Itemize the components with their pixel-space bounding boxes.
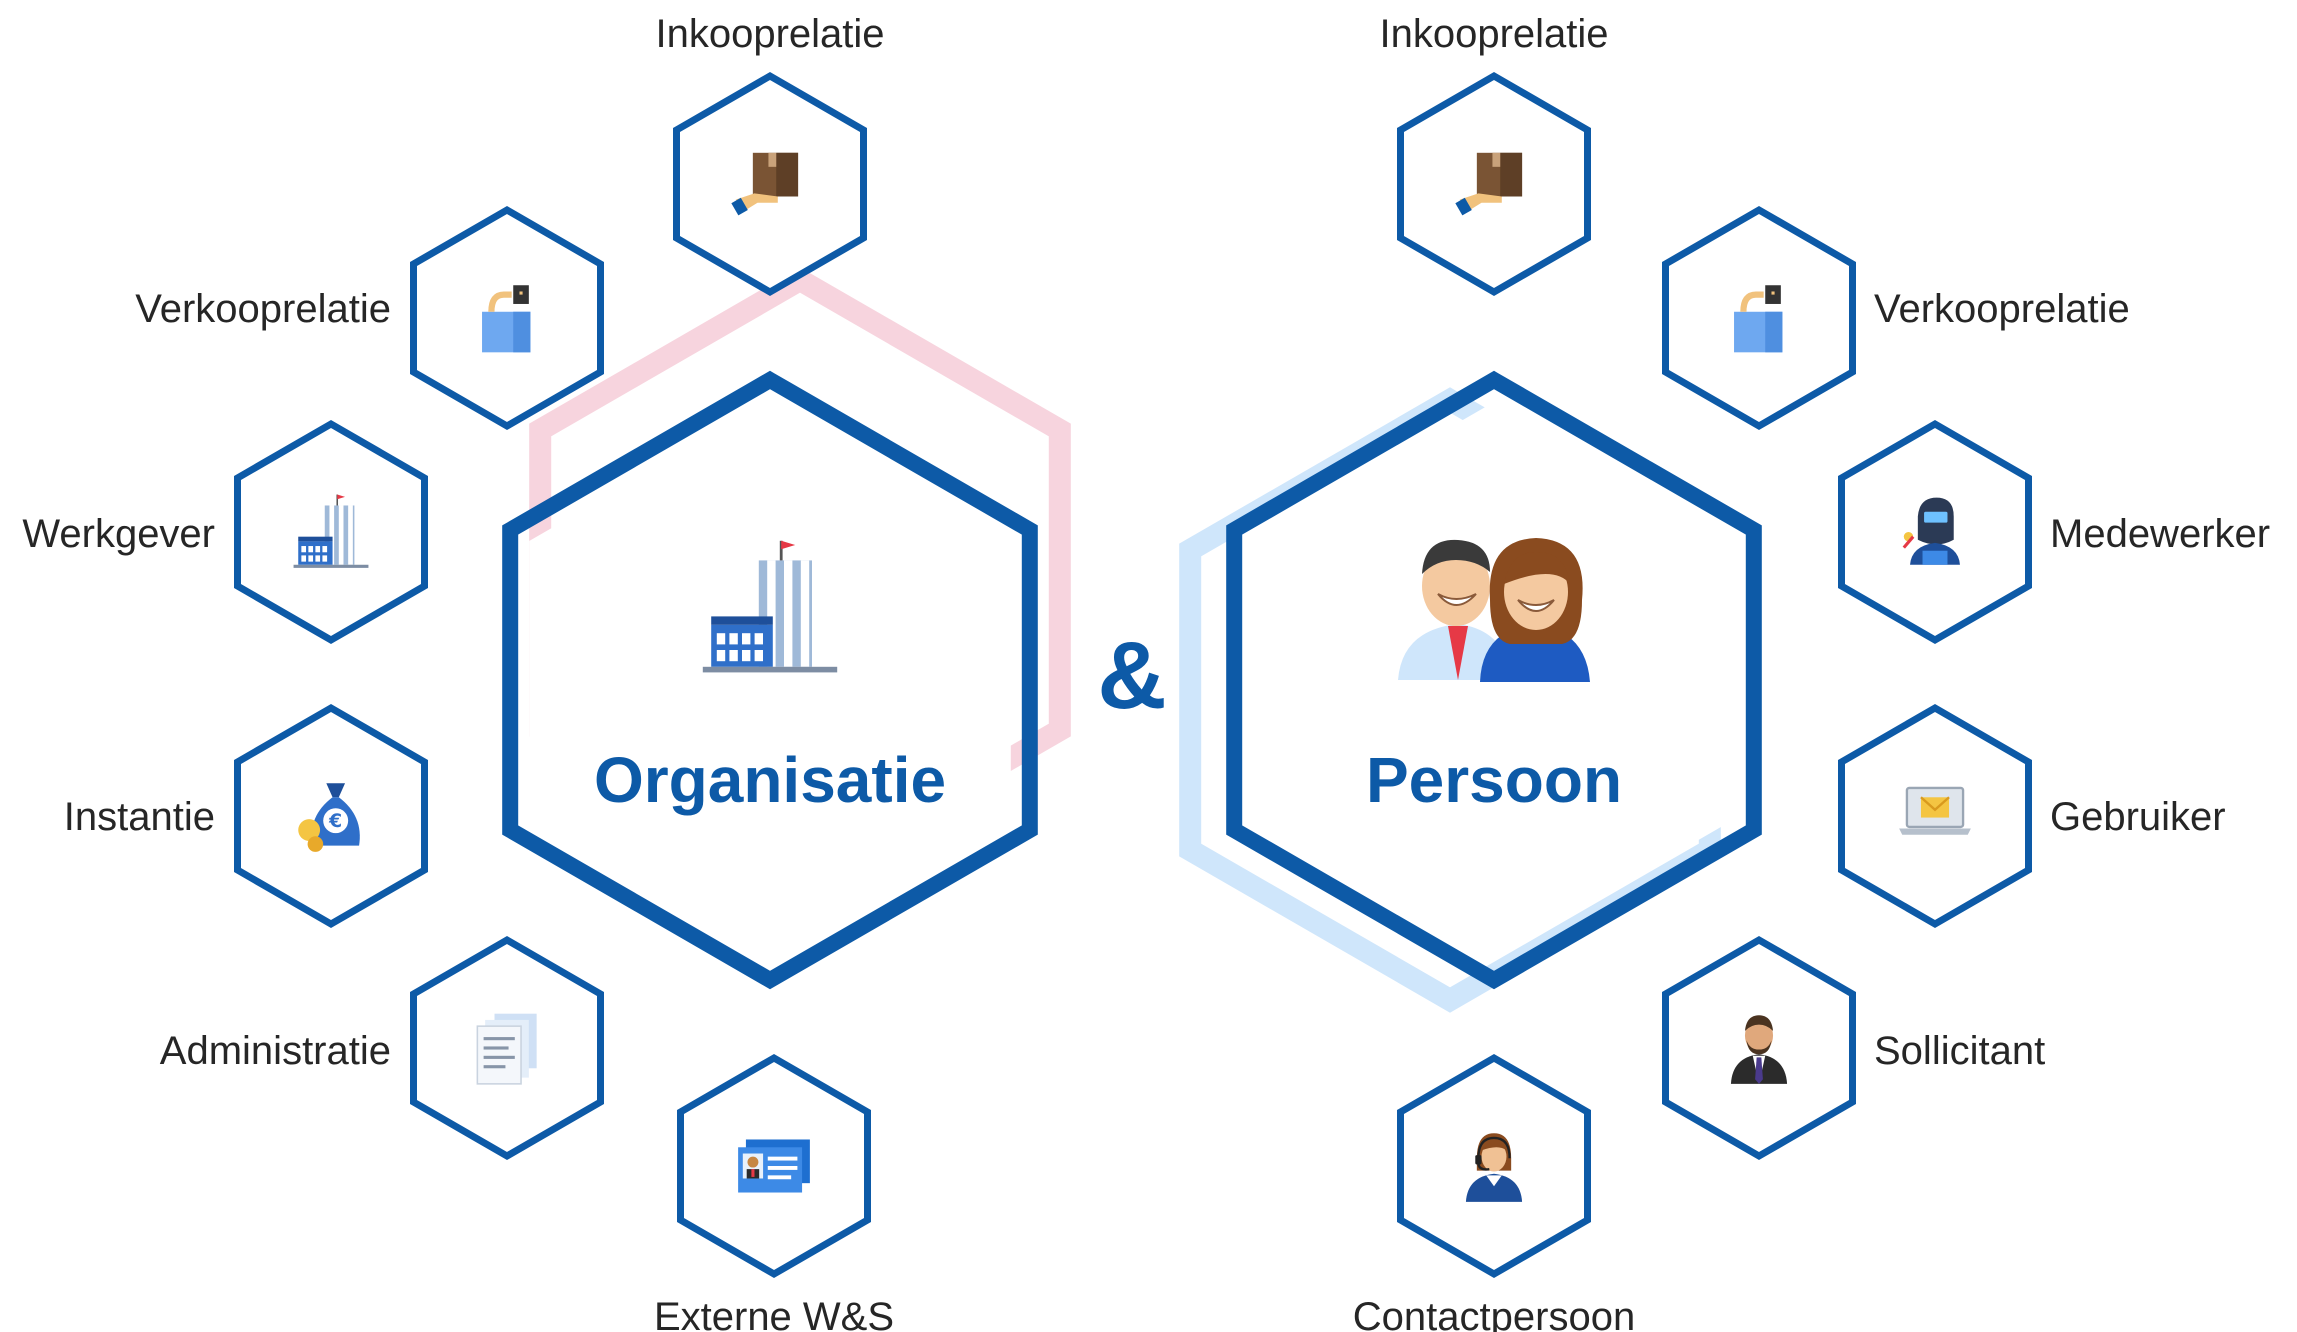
left-item-5: Administratie <box>160 935 604 1161</box>
right-item-5: Sollicitant <box>1662 935 2045 1161</box>
left-label-2: Verkooprelatie <box>135 287 391 331</box>
right-item-4: Gebruiker <box>1838 703 2226 929</box>
right-label-6: Contactpersoon <box>1353 1295 1635 1332</box>
hex-fill-left <box>529 402 1011 958</box>
right-item-6: Contactpersoon <box>1353 1053 1635 1332</box>
right-label-2: Verkooprelatie <box>1874 287 2130 331</box>
left-label-1: Inkooprelatie <box>655 12 884 56</box>
left-label-5: Administratie <box>160 1029 391 1073</box>
right-label-5: Sollicitant <box>1874 1029 2045 1073</box>
persoon-hex <box>1226 370 1762 990</box>
persoon-title: Persoon <box>1366 744 1622 816</box>
left-item-1: Inkooprelatie <box>655 12 885 297</box>
organisatie-hex <box>502 370 1038 990</box>
id-card-icon <box>738 1139 810 1193</box>
right-label-3: Medewerker <box>2050 512 2270 556</box>
organisatie-title: Organisatie <box>594 744 946 816</box>
right-item-1: Inkooprelatie <box>1379 12 1609 297</box>
left-item-2: Verkooprelatie <box>135 205 604 431</box>
left-item-3: Werkgever <box>22 419 428 645</box>
left-label-6: Externe W&S <box>654 1295 894 1332</box>
right-item-3: Medewerker <box>1838 419 2270 645</box>
left-item-4: Instantie <box>64 703 428 929</box>
ampersand: & <box>1097 622 1166 729</box>
laptop-mail-icon <box>1897 786 1973 836</box>
left-item-6: Externe W&S <box>654 1053 894 1332</box>
right-item-2: Verkooprelatie <box>1662 205 2130 431</box>
documents-icon <box>476 1012 538 1085</box>
left-label-4: Instantie <box>64 795 215 839</box>
right-label-4: Gebruiker <box>2050 795 2226 839</box>
left-label-3: Werkgever <box>22 512 215 556</box>
right-label-1: Inkooprelatie <box>1379 12 1608 56</box>
